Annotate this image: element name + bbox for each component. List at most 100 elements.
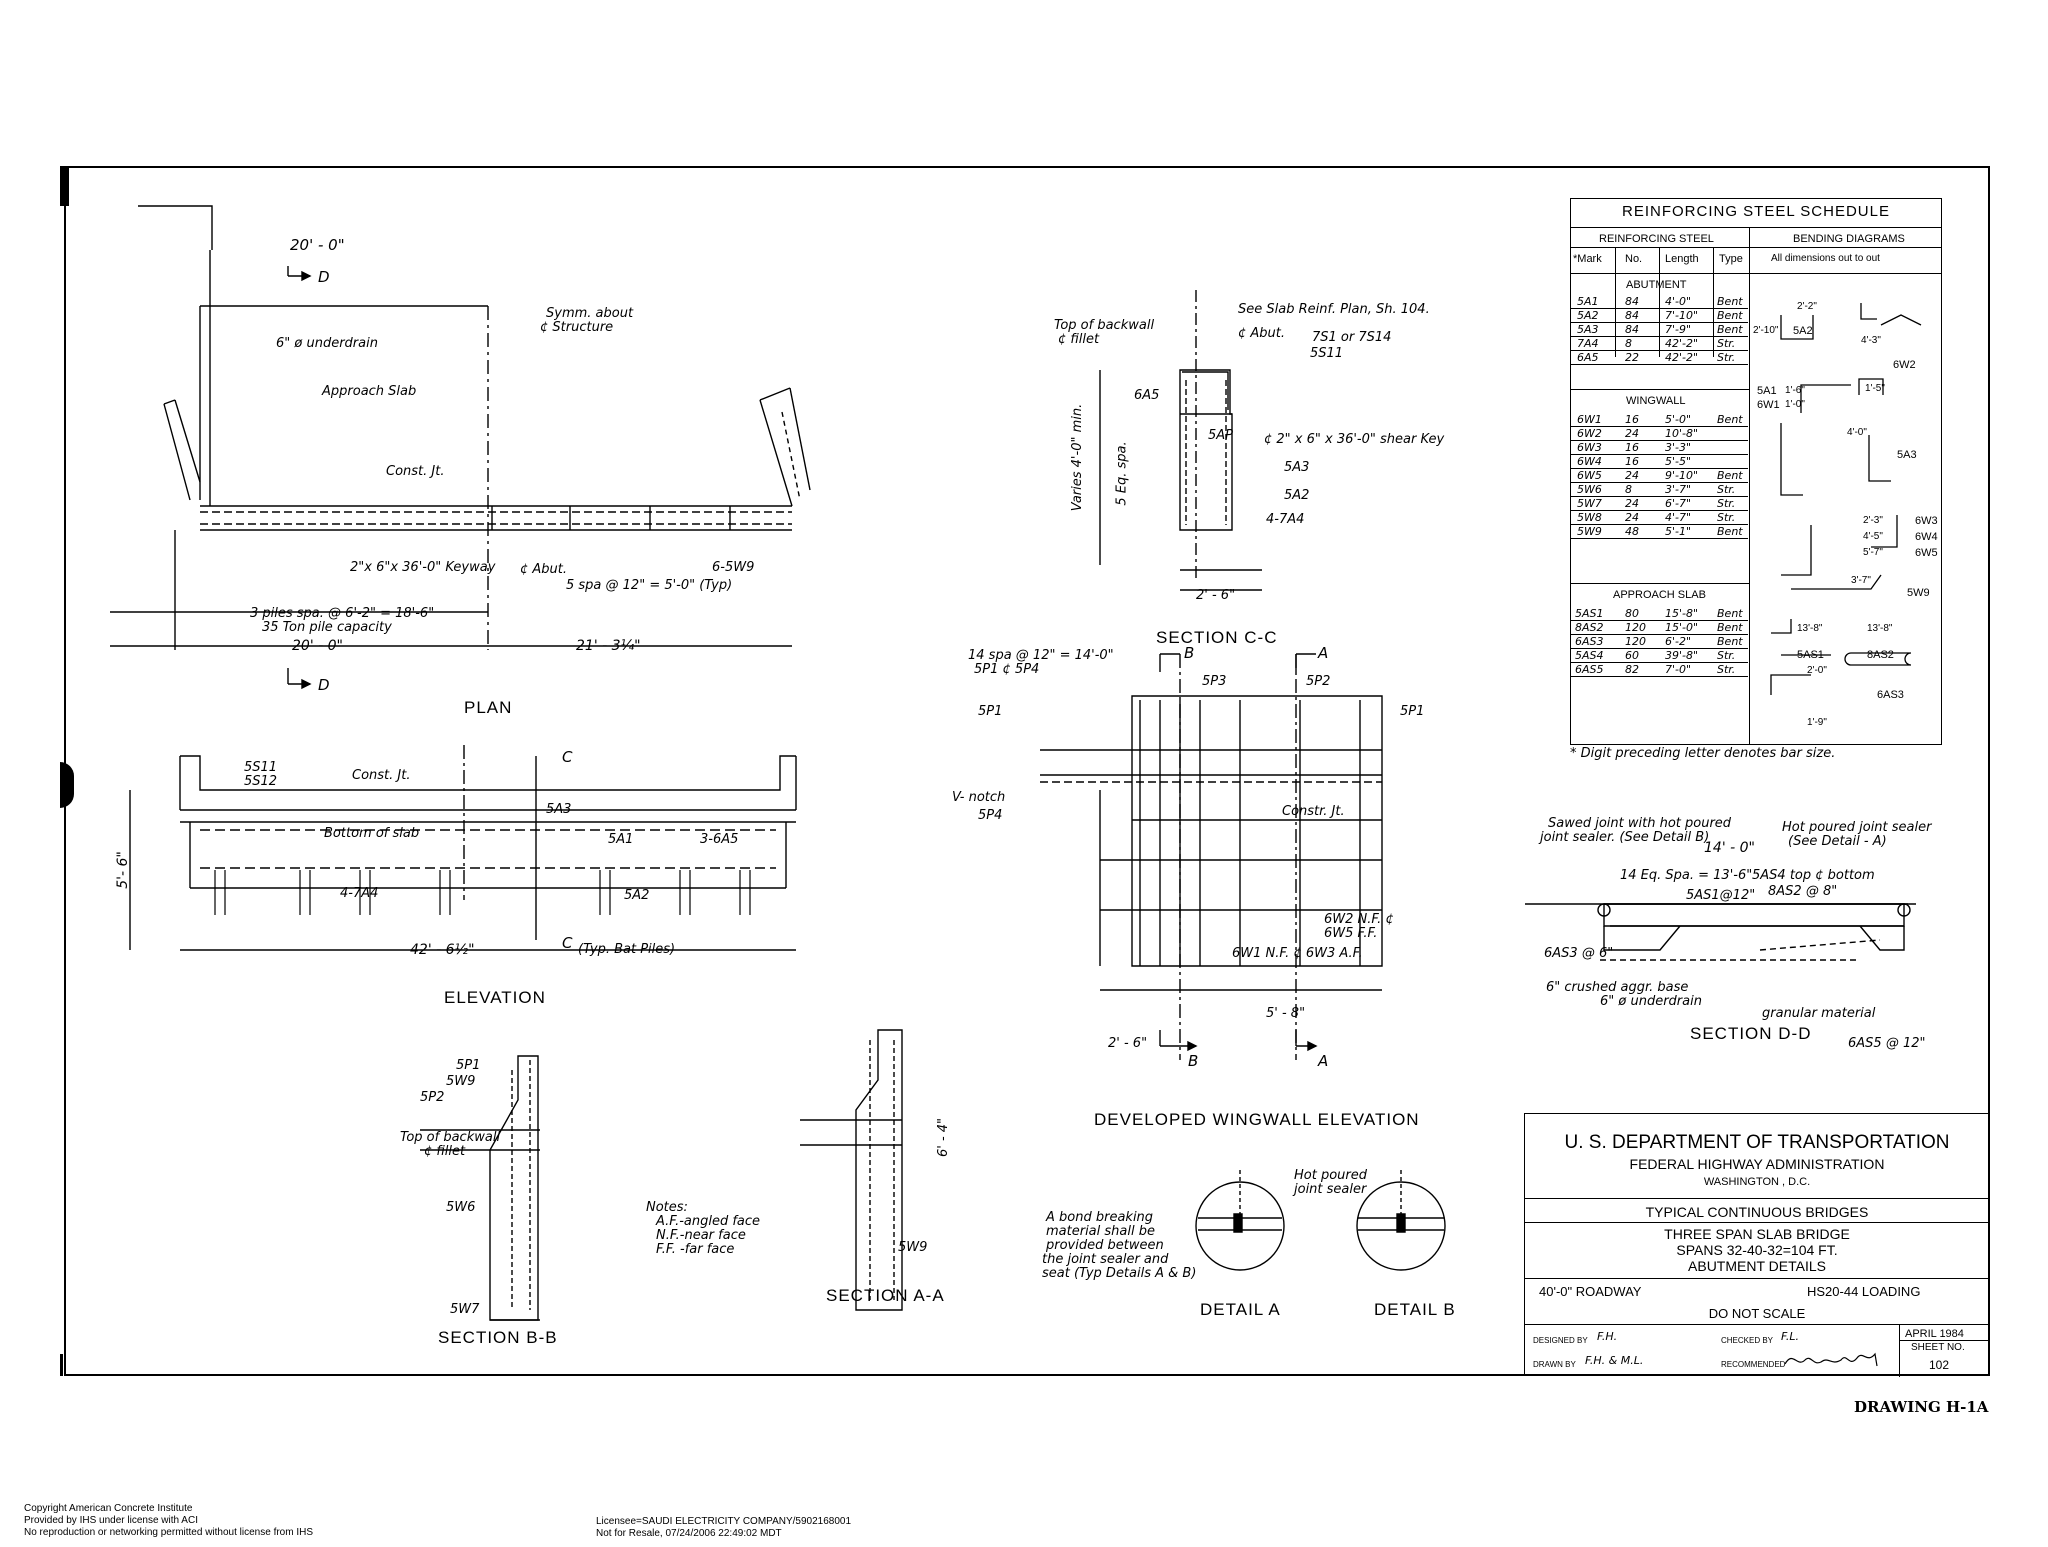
dd-crushed-note: 6" crushed aggr. base: [1546, 980, 1689, 995]
diagram-label-6w3: 6W3: [1915, 515, 1938, 527]
ww-p2-note: 5P2: [1306, 674, 1331, 689]
wingwall-view: [1040, 654, 1382, 1060]
diagram-dim: 1'-0": [1785, 399, 1805, 410]
reinforcing-steel-schedule: REINFORCING STEEL SCHEDULE REINFORCING S…: [1570, 198, 1942, 745]
elev-a5-note: 3-6A5: [700, 832, 739, 847]
diagram-label-5as1: 5AS1: [1797, 649, 1824, 661]
schedule-right-header: BENDING DIAGRAMS: [1793, 233, 1905, 245]
cc-shear-note: ¢ 2" x 6" x 36'-0" shear Key: [1264, 432, 1445, 447]
plan-view: [110, 206, 810, 688]
elev-a2-note: 5A2: [624, 888, 650, 903]
dd-as5-note: 6AS5 @ 12": [1848, 1036, 1926, 1051]
diagram-dim: 3'-7": [1851, 575, 1871, 586]
elev-bottom-note: Bottom of slab: [324, 826, 420, 841]
detail-bond-note-1: A bond breaking: [1046, 1210, 1154, 1225]
elev-s11-note: 5S11: [244, 760, 278, 775]
registration-mark-bottom: [60, 1354, 63, 1376]
tb-loading: HS20-44 LOADING: [1807, 1284, 1921, 1299]
diagram-label-8as2: 8AS2: [1867, 649, 1894, 661]
view-title-section-cc: SECTION C-C: [1156, 628, 1278, 647]
details-ab-view: [1196, 1170, 1445, 1270]
cc-abut-note: ¢ Abut.: [1238, 326, 1286, 341]
group-wingwall: WINGWALL: [1626, 395, 1686, 407]
ww-p3-note: 5P3: [1202, 674, 1227, 689]
tb-administration: FEDERAL HIGHWAY ADMINISTRATION: [1629, 1156, 1885, 1172]
footer-line-2: Provided by IHS under license with ACI: [24, 1515, 198, 1526]
diagram-dim: 1'-9": [1807, 717, 1827, 728]
schedule-right-sub: All dimensions out to out: [1771, 253, 1880, 264]
footer-line-1: Copyright American Concrete Institute: [24, 1503, 193, 1514]
diagram-dim: 2'-3": [1863, 515, 1883, 526]
diagram-label-6w2: 6W2: [1893, 359, 1916, 371]
ww-w5-note: 6W5 F.F.: [1324, 926, 1378, 941]
diagram-dim: 2'-10": [1753, 325, 1779, 336]
bb-fillet-note: ¢ fillet: [424, 1144, 466, 1159]
cc-varies-note: Varies 4'-0" min.: [1070, 403, 1086, 512]
plan-symm-note: Symm. about: [546, 306, 634, 321]
plan-w9-note: 6-5W9: [712, 560, 755, 575]
tb-designed-label: DESIGNED BY: [1533, 1336, 1588, 1345]
bb-note-2: N.F.-near face: [656, 1228, 746, 1243]
schedule-title: REINFORCING STEEL SCHEDULE: [1622, 203, 1890, 220]
drawing-id: DRAWING H-1A: [1854, 1398, 1989, 1416]
dd-underdrain-note: 6" ø underdrain: [1600, 994, 1702, 1009]
detail-bond-note-2: material shall be: [1046, 1224, 1155, 1239]
dd-hotpoured-note2: (See Detail - A): [1788, 834, 1887, 849]
bb-w7-note: 5W7: [450, 1302, 480, 1317]
dd-hotpoured-note: Hot poured joint sealer: [1782, 820, 1932, 835]
dd-span-dim: 14' - 0": [1704, 840, 1755, 856]
footer-line-3: No reproduction or networking permitted …: [24, 1527, 314, 1538]
aa-dim: 6' - 4": [936, 1117, 952, 1158]
elev-a4-note: 4-7A4: [340, 886, 379, 901]
plan-symm-note2: ¢ Structure: [540, 320, 614, 335]
plan-cut-d-bottom: D: [318, 676, 330, 694]
bending-diagrams: [1770, 303, 1922, 695]
schedule-left-header: REINFORCING STEEL: [1599, 233, 1714, 245]
detail-bond-note-5: seat (Typ Details A & B): [1042, 1266, 1197, 1281]
registration-mark-mid: [60, 762, 74, 808]
elev-const-jt-note: Const. Jt.: [352, 768, 411, 783]
ww-cut-b-bottom: B: [1188, 1052, 1199, 1070]
diagram-label-6w1: 6W1: [1757, 399, 1780, 411]
dd-granular-note: granular material: [1762, 1006, 1876, 1021]
registration-mark-top: [60, 166, 69, 206]
tb-designed: F.H.: [1597, 1330, 1618, 1343]
section-aa-view: [800, 1030, 902, 1310]
diagram-dim: 1'-5": [1865, 383, 1885, 394]
diagram-label-5a2: 5A2: [1793, 325, 1813, 337]
footer-licensee-line: Licensee=SAUDI ELECTRICITY COMPANY/59021…: [596, 1516, 852, 1527]
cc-bars-note: 7S1 or 7S14: [1312, 330, 1392, 345]
ww-dim1: 2' - 6": [1108, 1036, 1148, 1051]
ww-spa2-note: 5P1 ¢ 5P4: [974, 662, 1040, 677]
diagram-label-6w5: 6W5: [1915, 547, 1938, 559]
diagram-dim: 13'-8": [1797, 623, 1823, 634]
dd-as3-note: 6AS3 @ 6": [1544, 946, 1614, 961]
ww-p4-note: 5P4: [978, 808, 1003, 823]
cc-a4-note: 4-7A4: [1266, 512, 1305, 527]
plan-const-jt-note: Const. Jt.: [386, 464, 445, 479]
ww-cut-b-top: B: [1184, 644, 1195, 662]
view-title-detail-b: DETAIL B: [1374, 1300, 1456, 1319]
tb-city: WASHINGTON , D.C.: [1703, 1176, 1811, 1188]
dd-eqspa-note: 14 Eq. Spa. = 13'-6": [1620, 868, 1753, 883]
ww-p1-left-note: 5P1: [978, 704, 1003, 719]
tb-date: APRIL 1984: [1905, 1328, 1964, 1340]
cc-backwall-note: Top of backwall: [1054, 318, 1155, 333]
footer-resale-line: Not for Resale, 07/24/2006 22:49:02 MDT: [596, 1528, 782, 1539]
diagram-dim: 4'-3": [1861, 335, 1881, 346]
dd-sawed-note2: joint sealer. (See Detail B): [1540, 830, 1710, 845]
elevation-view: [130, 745, 796, 950]
